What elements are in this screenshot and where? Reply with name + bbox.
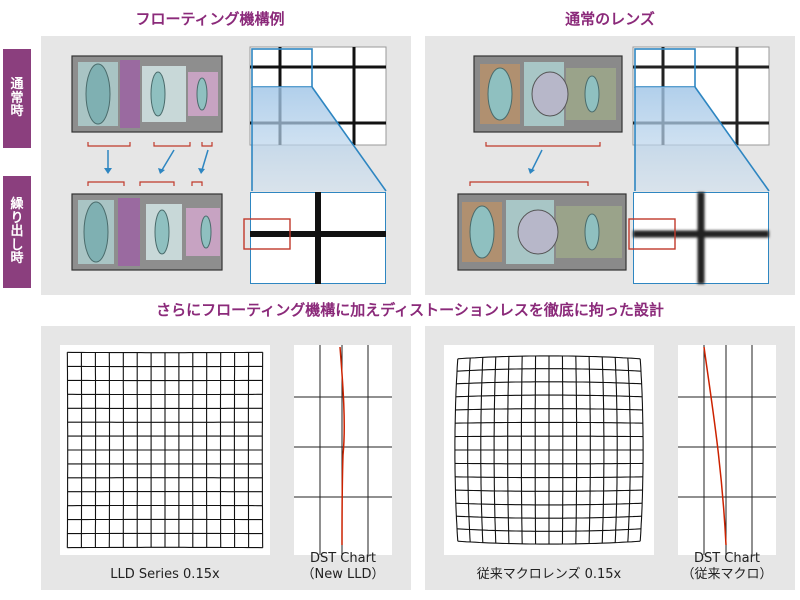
- side-label-extended-state: 繰 り 出 し 時: [3, 176, 31, 288]
- group-movement-arrows-conventional: [469, 142, 601, 186]
- side-label-char: 通: [10, 77, 24, 93]
- distortion-grid-conventional: [454, 355, 644, 545]
- side-label-char: 繰: [10, 196, 24, 212]
- magnification-projection-conventional: [634, 86, 770, 192]
- caption-conventional-grid: 従来マクロレンズ 0.15x: [476, 567, 622, 582]
- group-movement-arrows-floating: [87, 142, 213, 186]
- caption-conventional-dst-line2: （従来マクロ）: [681, 567, 773, 582]
- side-label-normal-state: 通 常 時: [3, 49, 31, 148]
- grid-line-horizontal: [455, 502, 643, 506]
- crosshair-floating-extended: [250, 192, 386, 284]
- grid-line-horizontal: [457, 540, 641, 545]
- heading-floating-example: フローティング機構例: [135, 10, 285, 28]
- dst-chart-lld: [294, 345, 392, 555]
- dst-distortion-curve: [703, 346, 727, 546]
- side-label-char: し: [10, 237, 24, 253]
- dst-distortion-curve: [339, 346, 345, 546]
- distortion-grid-lld: [66, 351, 264, 549]
- grid-line-horizontal: [455, 489, 643, 492]
- grid-line-horizontal: [455, 476, 643, 479]
- heading-bottom-title: さらにフローティング機構に加えディストーションレスを徹底に拘った設計: [156, 301, 664, 319]
- dst-chart-conventional: [678, 345, 776, 555]
- lens-diagram-conventional-extended: [457, 193, 627, 271]
- caption-lld-dst-line2: （New LLD）: [301, 567, 385, 582]
- caption-conventional-dst-line1: DST Chart: [693, 551, 761, 566]
- side-label-char: 常: [10, 90, 24, 106]
- grid-line-vertical: [639, 358, 644, 542]
- magnification-projection-floating: [251, 86, 387, 192]
- grid-line-vertical: [614, 357, 618, 543]
- lens-diagram-conventional-normal: [473, 55, 623, 133]
- grid-line-vertical: [454, 358, 459, 542]
- grid-line-horizontal: [456, 515, 642, 519]
- grid-line-vertical: [601, 356, 605, 544]
- grid-line-horizontal: [457, 355, 641, 360]
- side-label-char: 時: [10, 251, 24, 267]
- side-label-char: 出: [10, 224, 24, 240]
- side-label-char: り: [10, 210, 24, 226]
- dst-chart-conventional-frame: [678, 345, 776, 555]
- heading-normal-lens: 通常のレンズ: [565, 10, 655, 28]
- crosshair-conventional-extended: [633, 192, 769, 284]
- side-label-char: 時: [10, 104, 24, 120]
- caption-lld-grid: LLD Series 0.15x: [110, 567, 220, 582]
- grid-line-horizontal: [456, 528, 642, 532]
- lens-diagram-floating-normal: [71, 55, 223, 133]
- highlight-box-conventional: [628, 218, 676, 250]
- caption-lld-dst-line1: DST Chart: [309, 551, 377, 566]
- grid-line-vertical: [627, 357, 631, 543]
- lens-diagram-floating-extended: [71, 193, 223, 271]
- highlight-box-floating: [243, 218, 291, 250]
- grid-line-vertical: [575, 356, 578, 544]
- grid-line-vertical: [588, 356, 591, 544]
